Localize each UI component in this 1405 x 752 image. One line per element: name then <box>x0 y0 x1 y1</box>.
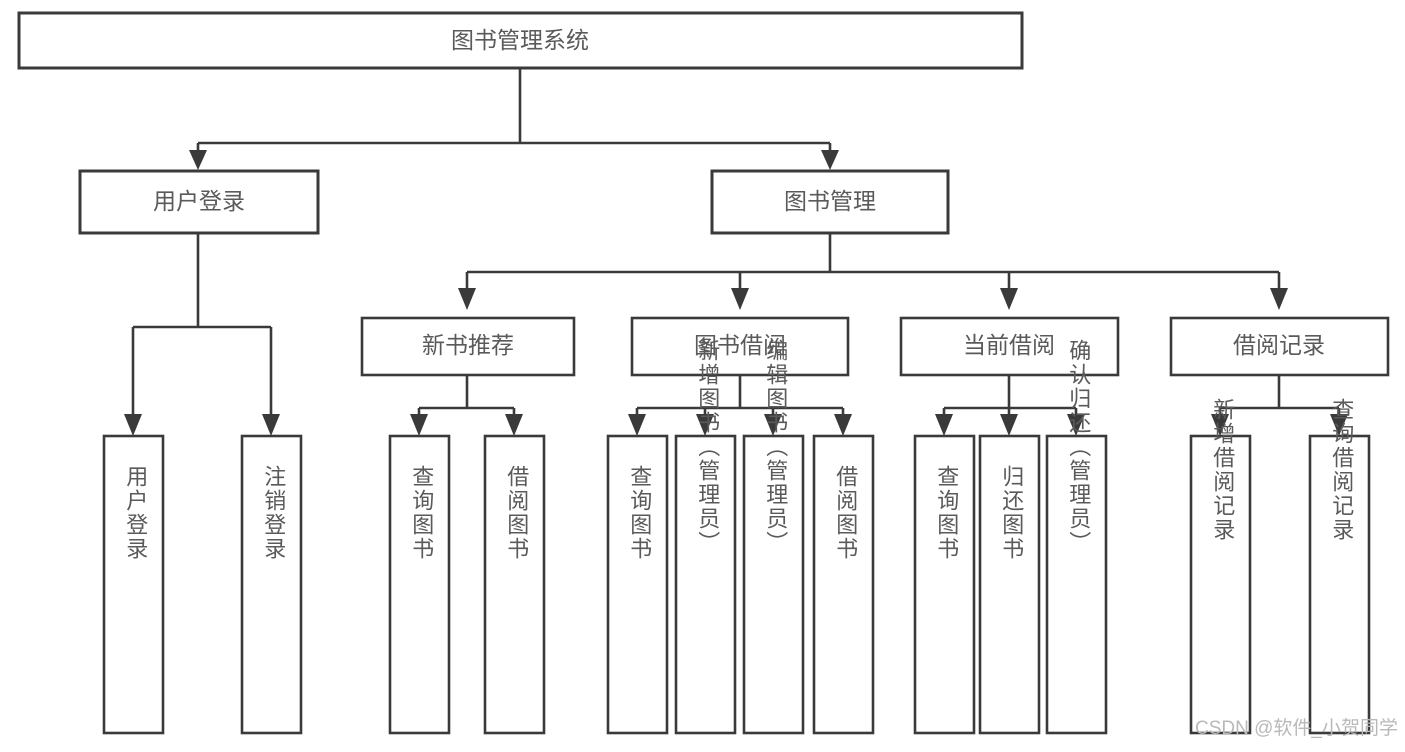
node-leaf-query-record-label: 查询借阅记录 <box>1329 398 1354 542</box>
node-current-borrow-label: 当前借阅 <box>963 332 1055 358</box>
node-book-borrow[interactable]: 图书借阅 <box>630 316 850 377</box>
node-borrow-record-box[interactable] <box>1169 316 1390 377</box>
arrow-head-leaf-query-record <box>1330 414 1348 436</box>
node-user-login-box[interactable] <box>78 169 320 235</box>
node-leaf-query-book-2-label: 查询图书 <box>627 465 652 561</box>
arrow-head-user-login <box>189 150 207 170</box>
connector-layer <box>124 69 1348 436</box>
node-leaf-query-record-box[interactable] <box>1308 434 1371 735</box>
node-book-borrow-label: 图书借阅 <box>694 332 786 358</box>
arrow-head-leaf-query-book-3 <box>935 414 953 436</box>
arrow-head-leaf-add-record <box>1211 414 1229 436</box>
node-leaf-confirm-return[interactable]: 确认归还（管理员） <box>1045 339 1108 735</box>
node-leaf-query-book-1-box[interactable] <box>388 434 451 735</box>
node-leaf-edit-book-label: 编辑图书（管理员） <box>763 339 788 555</box>
node-leaf-add-book-label: 新增图书（管理员） <box>695 339 720 555</box>
arrow-head-leaf-edit-book <box>764 414 782 436</box>
node-new-book-recommend[interactable]: 新书推荐 <box>360 316 576 377</box>
node-leaf-confirm-return-label: 确认归还（管理员） <box>1066 339 1091 555</box>
node-leaf-add-book[interactable]: 新增图书（管理员） <box>674 339 737 735</box>
node-leaf-query-book-2-box[interactable] <box>606 434 669 735</box>
node-leaf-user-login[interactable]: 用户登录 <box>102 434 165 735</box>
node-book-manage-box[interactable] <box>710 169 950 235</box>
arrow-head-leaf-return-book <box>1000 414 1018 436</box>
node-leaf-borrow-book-1[interactable]: 借阅图书 <box>483 434 546 735</box>
watermark-label: CSDN @软件_小贺同学 <box>1195 717 1398 739</box>
node-root[interactable]: 图书管理系统 <box>17 11 1024 70</box>
node-leaf-add-record[interactable]: 新增借阅记录 <box>1189 398 1252 735</box>
arrow-head-leaf-query-book-1 <box>410 414 428 436</box>
node-leaf-query-book-1[interactable]: 查询图书 <box>388 434 451 735</box>
arrow-head-leaf-query-book-2 <box>628 414 646 436</box>
node-leaf-query-book-3-box[interactable] <box>913 434 976 735</box>
node-leaf-return-book-box[interactable] <box>978 434 1041 735</box>
node-leaf-query-book-3[interactable]: 查询图书 <box>913 434 976 735</box>
arrow-head-book-manage <box>821 150 839 170</box>
node-leaf-confirm-return-box[interactable] <box>1045 434 1108 735</box>
node-root-box[interactable] <box>17 11 1024 70</box>
node-leaf-user-logout-label: 注销登录 <box>261 465 286 561</box>
arrow-head-new-book-recommend <box>458 288 476 310</box>
node-leaf-borrow-book-2-box[interactable] <box>812 434 875 735</box>
node-leaf-query-book-2[interactable]: 查询图书 <box>606 434 669 735</box>
node-book-manage-label: 图书管理 <box>784 188 876 214</box>
node-leaf-add-record-label: 新增借阅记录 <box>1210 398 1235 542</box>
node-leaf-borrow-book-2[interactable]: 借阅图书 <box>812 434 875 735</box>
node-current-borrow[interactable]: 当前借阅 <box>899 316 1120 377</box>
arrow-head-book-borrow <box>731 288 749 310</box>
arrow-head-leaf-confirm-return <box>1067 414 1085 436</box>
arrow-head-current-borrow <box>1000 288 1018 310</box>
node-leaf-user-logout-box[interactable] <box>240 434 303 735</box>
node-leaf-borrow-book-2-label: 借阅图书 <box>833 465 858 561</box>
node-leaf-add-book-box[interactable] <box>674 434 737 735</box>
arrow-head-leaf-borrow-book-1 <box>505 414 523 436</box>
node-leaf-query-book-3-label: 查询图书 <box>934 465 959 561</box>
node-leaf-return-book-label: 归还图书 <box>999 465 1024 561</box>
node-book-borrow-box[interactable] <box>630 316 850 377</box>
node-user-login-label: 用户登录 <box>153 188 245 214</box>
node-book-manage[interactable]: 图书管理 <box>710 169 950 235</box>
node-leaf-borrow-book-1-box[interactable] <box>483 434 546 735</box>
arrow-head-leaf-user-login <box>124 414 142 436</box>
node-new-book-recommend-box[interactable] <box>360 316 576 377</box>
node-leaf-add-record-box[interactable] <box>1189 434 1252 735</box>
node-leaf-query-book-1-label: 查询图书 <box>409 465 434 561</box>
node-user-login[interactable]: 用户登录 <box>78 169 320 235</box>
node-leaf-user-logout[interactable]: 注销登录 <box>240 434 303 735</box>
node-leaf-query-record[interactable]: 查询借阅记录 <box>1308 398 1371 735</box>
arrow-head-leaf-user-logout <box>262 414 280 436</box>
node-leaf-edit-book-box[interactable] <box>742 434 805 735</box>
node-borrow-record[interactable]: 借阅记录 <box>1169 316 1390 377</box>
node-leaf-borrow-book-1-label: 借阅图书 <box>504 465 529 561</box>
arrow-head-leaf-add-book <box>696 414 714 436</box>
node-leaf-return-book[interactable]: 归还图书 <box>978 434 1041 735</box>
node-root-label: 图书管理系统 <box>451 27 589 53</box>
node-new-book-recommend-label: 新书推荐 <box>422 332 514 358</box>
node-leaf-user-login-label: 用户登录 <box>123 465 148 561</box>
node-leaf-edit-book[interactable]: 编辑图书（管理员） <box>742 339 805 735</box>
node-current-borrow-box[interactable] <box>899 316 1120 377</box>
node-borrow-record-label: 借阅记录 <box>1233 332 1325 358</box>
arrow-head-borrow-record <box>1270 288 1288 310</box>
node-leaf-user-login-box[interactable] <box>102 434 165 735</box>
arrow-head-leaf-borrow-book-2 <box>834 414 852 436</box>
